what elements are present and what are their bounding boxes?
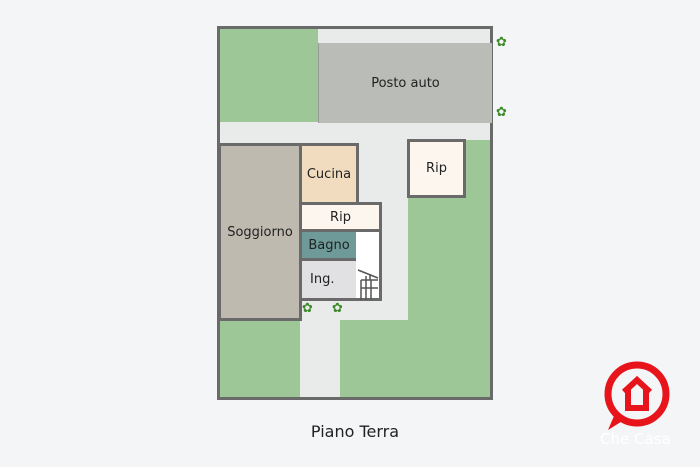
- room-soggiorno: Soggiorno: [218, 143, 302, 321]
- garden-top-left: [220, 29, 318, 122]
- room-cucina: Cucina: [299, 143, 359, 205]
- logo-text: Che Casa: [600, 430, 671, 448]
- room-rip-inner: Rip: [299, 202, 382, 232]
- stairs-icon: [357, 269, 379, 300]
- room-rip-outer: Rip: [407, 139, 466, 198]
- room-ingresso: Ing.: [299, 258, 359, 301]
- plant-icon: ✿: [496, 105, 507, 120]
- room-posto-auto: Posto auto: [318, 43, 492, 123]
- plant-icon: ✿: [332, 301, 343, 316]
- room-bagno: Bagno: [299, 229, 359, 261]
- house-speech-bubble-icon: [604, 361, 670, 430]
- garden-bottom-left: [220, 320, 300, 397]
- garden-bottom-middle: [340, 320, 410, 397]
- stairs: [356, 229, 382, 301]
- plan-title: Piano Terra: [310, 422, 400, 441]
- logo: Che Casa: [598, 356, 678, 456]
- plant-icon: ✿: [302, 301, 313, 316]
- plant-icon: ✿: [496, 35, 507, 50]
